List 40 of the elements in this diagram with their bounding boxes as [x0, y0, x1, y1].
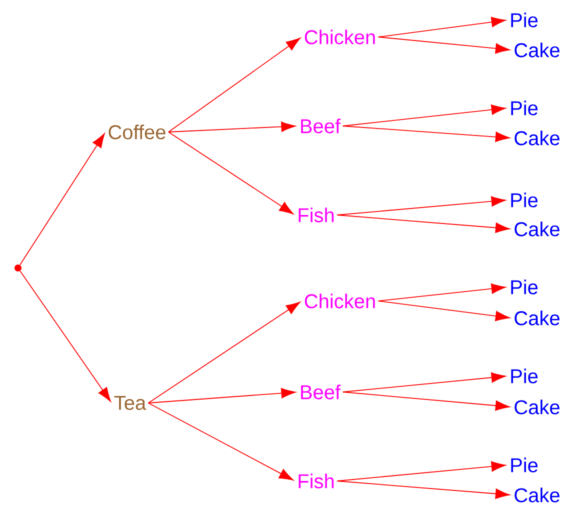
arrow — [342, 372, 506, 392]
arrow — [20, 133, 105, 266]
dessert-label: Cake — [514, 42, 560, 58]
drink-label: Coffee — [108, 124, 166, 140]
main-label: Fish — [298, 208, 334, 222]
dessert-label: Pie — [511, 100, 538, 116]
dessert-label: Cake — [514, 130, 560, 146]
dessert-label: Pie — [511, 368, 538, 384]
dessert-label: Pie — [511, 280, 538, 294]
arrow — [342, 104, 506, 126]
main-label: Beef — [301, 118, 341, 134]
main-label: Chicken — [304, 30, 375, 44]
arrow — [20, 270, 111, 402]
dessert-label: Pie — [511, 12, 538, 28]
arrow — [378, 300, 510, 322]
arrow — [342, 392, 510, 411]
arrow — [168, 38, 300, 132]
arrow — [148, 402, 294, 480]
arrow — [342, 126, 510, 142]
arrow — [168, 132, 294, 214]
arrow — [148, 302, 300, 404]
dessert-label: Cake — [514, 222, 560, 236]
arrow — [336, 214, 510, 233]
main-label: Fish — [298, 474, 334, 488]
arrow — [336, 461, 506, 482]
dessert-label: Pie — [511, 458, 538, 472]
arrow — [336, 480, 510, 499]
drink-label: Tea — [114, 396, 146, 410]
main-label: Beef — [301, 384, 341, 400]
arrow — [168, 122, 296, 132]
dessert-label: Cake — [514, 310, 560, 326]
arrow — [378, 36, 510, 54]
dessert-label: Cake — [514, 400, 560, 414]
arrow — [378, 284, 506, 302]
arrow — [378, 16, 506, 38]
main-label: Chicken — [304, 294, 375, 308]
dessert-label: Pie — [511, 192, 538, 208]
start-dot — [14, 264, 22, 272]
dessert-label: Cake — [514, 488, 560, 502]
arrow — [148, 388, 296, 404]
